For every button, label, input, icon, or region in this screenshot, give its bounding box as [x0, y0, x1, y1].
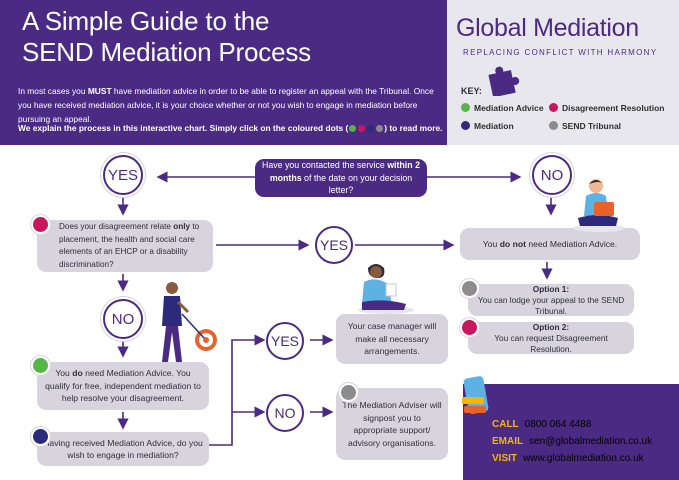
- intro-part1: In most cases you: [18, 86, 88, 96]
- no-advice-part3: need Mediation Advice.: [525, 238, 618, 249]
- contact-panel: [463, 384, 679, 480]
- no-circle-lower: NO: [266, 394, 304, 432]
- no-advice-emph: do not: [499, 238, 526, 249]
- option1-title: Option 1:: [532, 283, 570, 294]
- question-contacted-text: Have you contacted the service within 2 …: [261, 159, 421, 197]
- instruction-text: We explain the process in this interacti…: [18, 121, 443, 135]
- yes-circle-top: YES: [103, 155, 143, 195]
- key-item-mediation: Mediation: [461, 121, 514, 131]
- option1-text: You can lodge your appeal to the SEND Tr…: [477, 294, 625, 316]
- no-advice-box: You do not need Mediation Advice.: [460, 228, 640, 260]
- no-advice-text: You do not need Mediation Advice.: [483, 238, 617, 251]
- key-label: Mediation Advice: [474, 103, 544, 113]
- option2-text: You can request Disagreement Resolution.: [494, 332, 608, 354]
- need-advice-emph: do: [72, 368, 83, 379]
- contact-visit: VISIT www.globalmediation.co.uk: [492, 453, 644, 464]
- key-item-mediation-advice: Mediation Advice: [461, 103, 544, 113]
- key-dot-pink: [549, 103, 558, 112]
- instruction-part1: We explain the process in this interacti…: [18, 123, 349, 133]
- q-contact-part3: of the date on your decision letter?: [301, 172, 413, 196]
- dot-disagreement-resolution-1[interactable]: [31, 215, 50, 234]
- dot-disagreement-resolution-2[interactable]: [460, 318, 479, 337]
- person-reading-icon: [358, 264, 414, 314]
- key-item-send-tribunal: SEND Tribunal: [549, 121, 621, 131]
- question-contacted-box: Have you contacted the service within 2 …: [255, 159, 427, 197]
- intro-part2: have mediation advice in order to be abl…: [18, 86, 434, 124]
- key-dot-grey: [549, 121, 558, 130]
- email-value[interactable]: sen@globalmediation.co.uk: [529, 436, 653, 447]
- contact-email: EMAIL sen@globalmediation.co.uk: [492, 436, 652, 447]
- mini-dot-navy: [367, 125, 375, 132]
- puzzle-icon: [488, 66, 520, 96]
- visit-value[interactable]: www.globalmediation.co.uk: [523, 453, 644, 464]
- question-placement-text: Does your disagreement relate only to pl…: [59, 221, 207, 271]
- key-title: KEY:: [461, 86, 482, 96]
- mini-dot-green: [349, 125, 357, 132]
- yes-circle-lower: YES: [266, 322, 304, 360]
- page-title-line2: SEND Mediation Process: [22, 37, 311, 67]
- need-advice-part3: need Mediation Advice. You qualify for f…: [45, 368, 201, 404]
- call-value[interactable]: 0800 064 4488: [524, 419, 592, 430]
- key-label: Mediation: [474, 121, 514, 131]
- dot-send-tribunal-2[interactable]: [339, 383, 358, 402]
- q-contact-emph: within 2 months: [269, 160, 420, 183]
- key-item-disagreement-resolution: Disagreement Resolution: [549, 103, 665, 113]
- dot-mediation-advice[interactable]: [31, 356, 50, 375]
- key-dot-green: [461, 103, 470, 112]
- question-placement-box: Does your disagreement relate only to pl…: [37, 220, 213, 272]
- need-advice-text: You do need Mediation Advice. You qualif…: [43, 367, 203, 405]
- option2-title: Option 2:: [532, 321, 570, 332]
- mini-dot-grey: [376, 125, 384, 132]
- option1-box: Option 1:You can lodge your appeal to th…: [468, 284, 634, 316]
- q-placement-part3: to placement, the health and social care…: [59, 222, 200, 269]
- need-advice-box: You do need Mediation Advice. You qualif…: [37, 362, 209, 410]
- intro-must: MUST: [87, 86, 112, 96]
- mini-dot-pink: [358, 125, 366, 132]
- dot-send-tribunal-1[interactable]: [460, 279, 479, 298]
- question-engage-box: Having received Mediation Advice, do you…: [37, 432, 209, 466]
- header-banner: A Simple Guide to the SEND Mediation Pro…: [0, 0, 447, 145]
- no-advice-part1: You: [482, 238, 500, 249]
- q-placement-emph: only: [173, 222, 191, 231]
- yes-circle-middle: YES: [315, 226, 353, 264]
- person-target-icon: [162, 282, 217, 362]
- contact-call: CALL 0800 064 4488: [492, 419, 591, 430]
- phone-icon: [462, 376, 489, 414]
- need-advice-part1: You: [55, 368, 73, 379]
- key-label: SEND Tribunal: [562, 121, 622, 131]
- no-circle-top: NO: [532, 155, 572, 195]
- intro-text: In most cases you MUST have mediation ad…: [18, 84, 443, 126]
- option2-box: Option 2:You can request Disagreement Re…: [468, 322, 634, 354]
- logo-panel: [447, 0, 679, 145]
- instruction-part2: ) to read more.: [384, 123, 443, 133]
- flow-connectors: [117, 171, 557, 446]
- visit-label: VISIT: [492, 453, 518, 464]
- person-laptop-icon: [573, 179, 625, 232]
- key-dot-navy: [461, 121, 470, 130]
- case-manager-box: Your case manager will make all necessar…: [336, 314, 448, 364]
- key-label: Disagreement Resolution: [562, 103, 665, 113]
- signpost-box: The Mediation Adviser will signpost you …: [336, 388, 448, 460]
- logo-name: Global Mediation: [456, 14, 639, 42]
- logo-tagline: REPLACING CONFLICT WITH HARMONY: [463, 48, 658, 57]
- q-contact-part1: Have you contacted the service: [262, 160, 388, 171]
- dot-mediation[interactable]: [31, 427, 50, 446]
- call-label: CALL: [492, 419, 519, 430]
- page-title-line1: A Simple Guide to the: [22, 6, 270, 36]
- email-label: EMAIL: [492, 436, 524, 447]
- no-circle-middle: NO: [103, 299, 143, 339]
- q-placement-part1: Does your disagreement relate: [59, 222, 174, 231]
